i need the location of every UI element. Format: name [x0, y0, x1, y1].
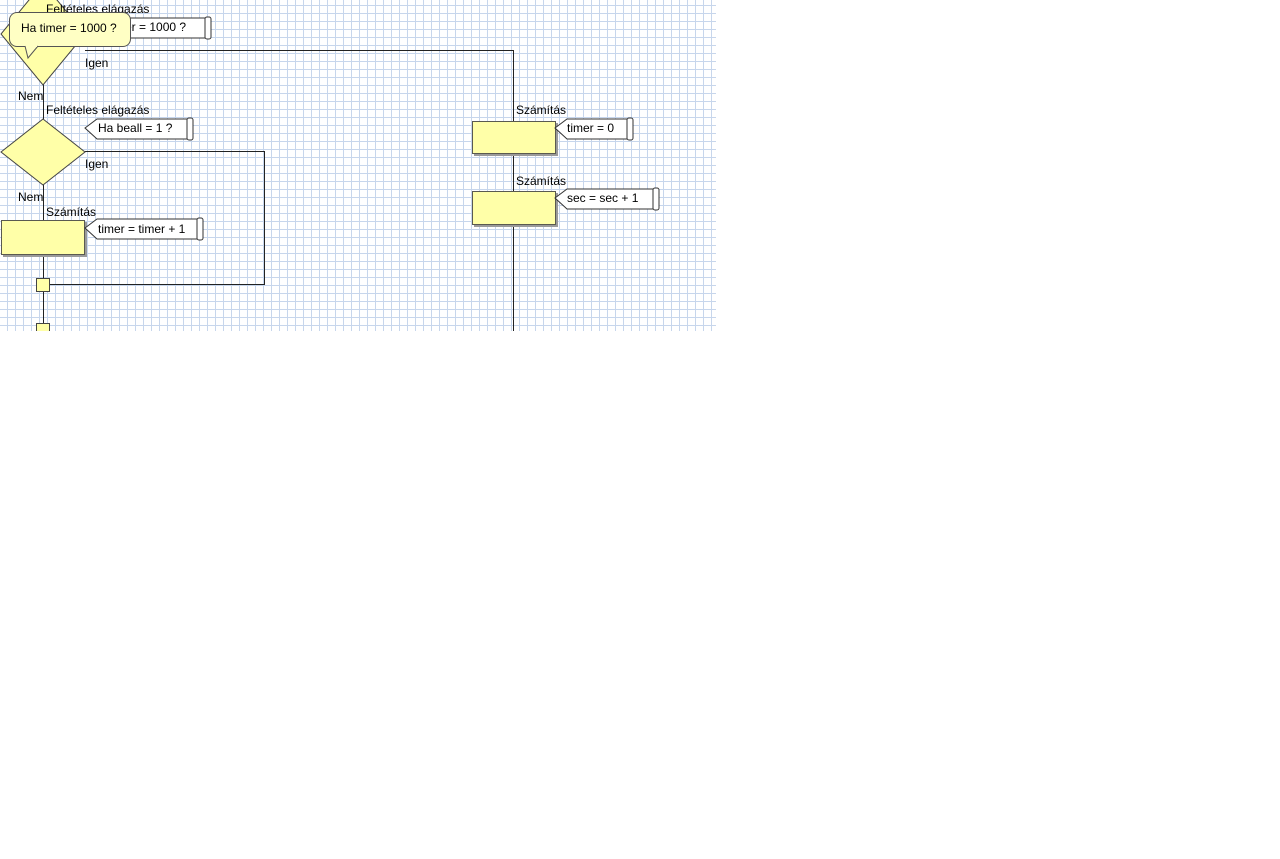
calc-right1-expression: timer = 0: [567, 121, 615, 135]
calc-right2-title: Számítás: [516, 174, 567, 188]
calc-right1-annotation-shape: [554, 117, 634, 141]
merge-junction[interactable]: [36, 278, 50, 292]
flowchart-canvas[interactable]: Feltételes elágazás er = 1000 ? Igen Nem…: [0, 0, 716, 331]
calc-right2-annotation-shape: [554, 187, 660, 211]
decision2-no-label: Nem: [18, 190, 44, 204]
decision1-no-label: Nem: [18, 89, 44, 103]
decision2-return-vertical: [264, 151, 265, 285]
calc-left-title: Számítás: [46, 205, 97, 219]
decision2-condition-text: Ha beall = 1 ?: [98, 121, 173, 135]
decision2-yes-line: [85, 151, 265, 152]
decision1-yes-line: [85, 50, 514, 51]
decision2-title: Feltételes elágazás: [46, 103, 150, 117]
decision2-diamond[interactable]: [0, 118, 90, 188]
decision1-condition-text: er = 1000 ?: [125, 20, 187, 34]
next-junction[interactable]: [36, 323, 50, 331]
decision2-return-horizontal: [50, 284, 265, 285]
calc-left-annotation-shape: [84, 217, 204, 241]
main-flow-line: [43, 80, 44, 331]
calc-right1-box[interactable]: [472, 121, 556, 154]
decision2-yes-label: Igen: [85, 157, 109, 171]
calc-right2-expression: sec = sec + 1: [567, 191, 639, 205]
calc-left-expression: timer = timer + 1: [98, 222, 186, 236]
decision2-annotation-shape: [84, 117, 194, 141]
calc-right1-title: Számítás: [516, 103, 567, 117]
tooltip-text: Ha timer = 1000 ?: [21, 21, 117, 35]
decision1-yes-label: Igen: [85, 56, 109, 70]
calc-left-box[interactable]: [1, 220, 85, 255]
calc-right2-box[interactable]: [472, 191, 556, 225]
tooltip-pointer: [24, 45, 39, 60]
right-flow-line: [513, 50, 514, 331]
tooltip-callout: Ha timer = 1000 ?: [9, 12, 131, 47]
